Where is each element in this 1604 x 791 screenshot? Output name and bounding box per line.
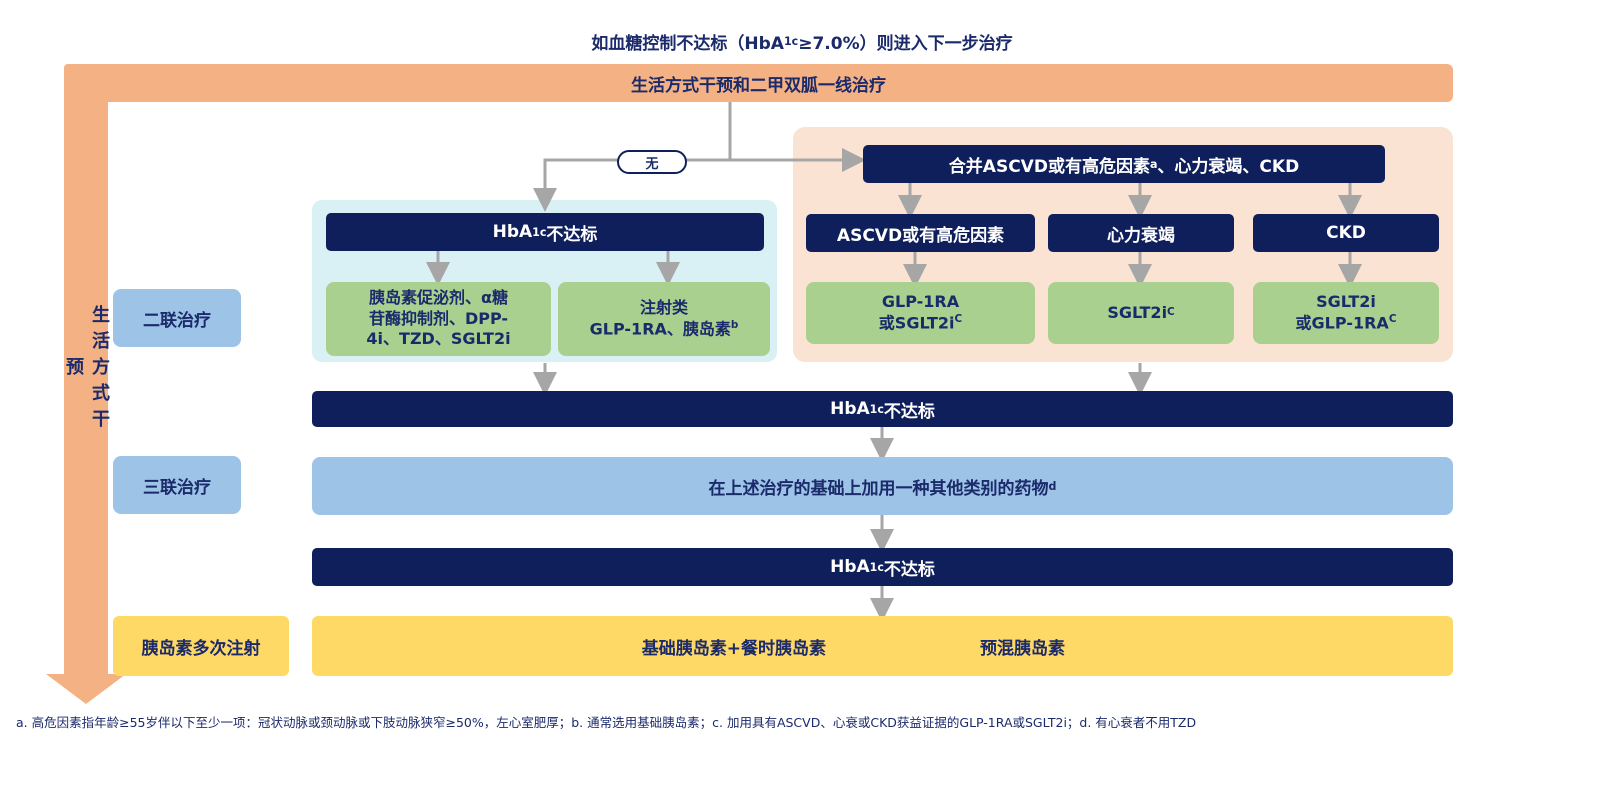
no-branch-pill: 无 [617,150,687,174]
premixed-label: 预混胰岛素 [980,638,1065,659]
ckd-drug-box: SGLT2i 或GLP-1RAC [1253,282,1439,344]
first-line-bar: 生活方式干预和二甲双胍一线治疗 [64,64,1453,102]
stage-dual-label: 二联治疗 [113,289,241,347]
lifestyle-column [64,100,108,675]
stage-triple-label: 三联治疗 [113,456,241,514]
stage-multi-insulin-label: 胰岛素多次注射 [113,616,289,676]
footnote: a. 高危因素指年龄≥55岁伴以下至少一项：冠状动脉或颈动脉或下肢动脉狭窄≥50… [16,715,1197,730]
condition-ckd: CKD [1253,214,1439,252]
insulin-bar [312,616,1453,676]
lifestyle-label: 生活方式干预 [63,305,110,435]
oral-agents-box: 胰岛素促泌剂、α糖 苷酶抑制剂、DPP- 4i、TZD、SGLT2i [326,282,551,356]
injectable-box: 注射类 GLP-1RA、胰岛素b [558,282,770,356]
condition-ascvd: ASCVD或有高危因素 [806,214,1035,252]
basal-bolus-label: 基础胰岛素+餐时胰岛素 [641,638,826,659]
lifestyle-arrow-head [46,674,126,704]
ascvd-drug-box: GLP-1RA 或SGLT2iC [806,282,1035,344]
condition-heart-failure: 心力衰竭 [1048,214,1234,252]
